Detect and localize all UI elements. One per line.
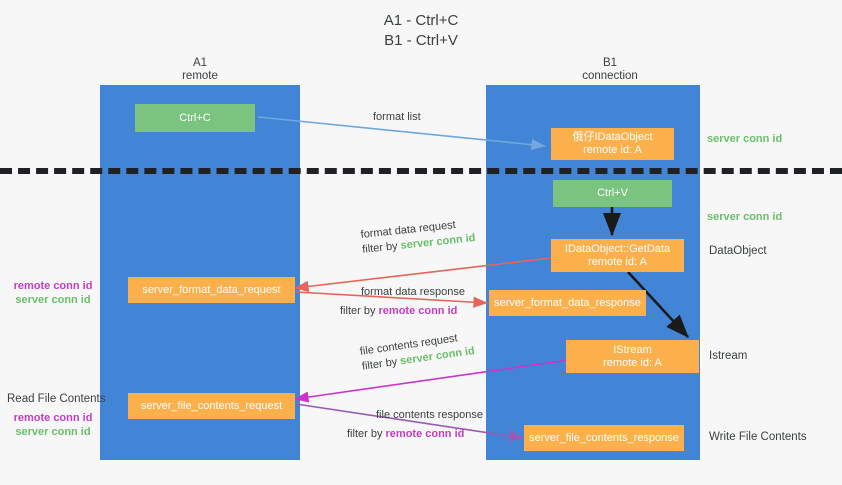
- node-istream-line2: remote id: A: [603, 356, 662, 369]
- edge-label-format-list: format list: [373, 111, 421, 123]
- edge-label-format-data-response: format data response filter by remote co…: [340, 285, 465, 319]
- right-label-write-file-contents: Write File Contents: [709, 431, 807, 443]
- node-server-file-contents-request-label: server_file_contents_request: [140, 399, 283, 412]
- lane-header-b1-title: B1: [602, 57, 618, 69]
- node-istream[interactable]: IStream remote id: A: [566, 340, 699, 373]
- filter-key-remote-conn-id: remote conn id: [385, 428, 465, 440]
- node-dataobject-create-line2: remote id: A: [583, 144, 642, 156]
- node-server-file-contents-response[interactable]: server_file_contents_response: [524, 425, 684, 451]
- node-dataobject-create-line1: 俄仔IDataObject: [572, 131, 653, 143]
- left-label-server-conn-id-bottom: server conn id: [15, 426, 91, 438]
- node-ctrl-c-label: Ctrl+C: [179, 111, 211, 124]
- edge-label-file-contents-request: file contents request filter by server c…: [359, 329, 476, 375]
- node-dataobject-create[interactable]: 俄仔IDataObject remote id: A: [551, 128, 674, 160]
- lane-header-a1: A1 remote: [120, 57, 280, 83]
- filter-prefix: filter by: [340, 305, 379, 317]
- right-label-server-conn-id-second: server conn id: [707, 211, 783, 223]
- left-label-conn-pair-top: remote conn id server conn id: [8, 279, 98, 307]
- node-server-format-data-response[interactable]: server_format_data_response: [489, 290, 646, 316]
- filter-prefix: filter by: [361, 239, 402, 256]
- node-ctrl-v[interactable]: Ctrl+V: [553, 180, 672, 207]
- filter-prefix: filter by: [347, 428, 386, 440]
- node-ctrl-c[interactable]: Ctrl+C: [135, 104, 255, 132]
- edge-label-file-contents-response: file contents response filter by remote …: [347, 408, 484, 442]
- phase-separator: [0, 168, 842, 174]
- node-get-data-line1: IDataObject::GetData: [564, 242, 671, 255]
- left-label-conn-pair-bottom: remote conn id server conn id: [8, 411, 98, 439]
- lane-header-a1-subtitle: remote: [182, 70, 218, 82]
- edge-label-format-data-response-line1: format data response: [361, 286, 465, 298]
- node-istream-line1: IStream: [613, 343, 652, 356]
- right-label-istream: Istream: [709, 350, 748, 362]
- edge-label-file-contents-response-filter: filter by remote conn id: [347, 427, 483, 442]
- node-get-data-line2: remote id: A: [588, 255, 647, 268]
- right-label-server-conn-id-top: server conn id: [707, 133, 783, 145]
- left-label-remote-conn-id-bottom: remote conn id: [13, 412, 93, 424]
- node-server-file-contents-response-label: server_file_contents_response: [529, 431, 679, 444]
- node-server-format-data-response-label: server_format_data_response: [494, 296, 641, 309]
- edge-label-file-contents-response-line1: file contents response: [376, 409, 484, 421]
- right-label-data-object: DataObject: [709, 245, 767, 257]
- node-ctrl-v-label: Ctrl+V: [597, 187, 628, 199]
- lane-header-b1: B1 connection: [520, 57, 700, 83]
- node-server-format-data-request-label: server_format_data_request: [142, 283, 281, 296]
- lane-header-a1-title: A1: [192, 57, 208, 69]
- left-label-read-file-contents: Read File Contents: [7, 393, 106, 405]
- lane-header-b1-subtitle: connection: [582, 70, 638, 82]
- edge-label-format-data-response-filter: filter by remote conn id: [340, 304, 465, 319]
- node-server-format-data-request[interactable]: server_format_data_request: [128, 277, 295, 303]
- left-label-remote-conn-id-top: remote conn id: [13, 280, 93, 292]
- edge-label-format-data-request: format data request filter by server con…: [360, 216, 476, 258]
- node-get-data[interactable]: IDataObject::GetData remote id: A: [551, 239, 684, 272]
- node-server-file-contents-request[interactable]: server_file_contents_request: [128, 393, 295, 419]
- left-label-server-conn-id-top: server conn id: [15, 294, 91, 306]
- filter-key-remote-conn-id: remote conn id: [378, 305, 458, 317]
- filter-prefix: filter by: [361, 355, 402, 373]
- page-title: A1 - Ctrl+C B1 - Ctrl+V: [383, 12, 459, 49]
